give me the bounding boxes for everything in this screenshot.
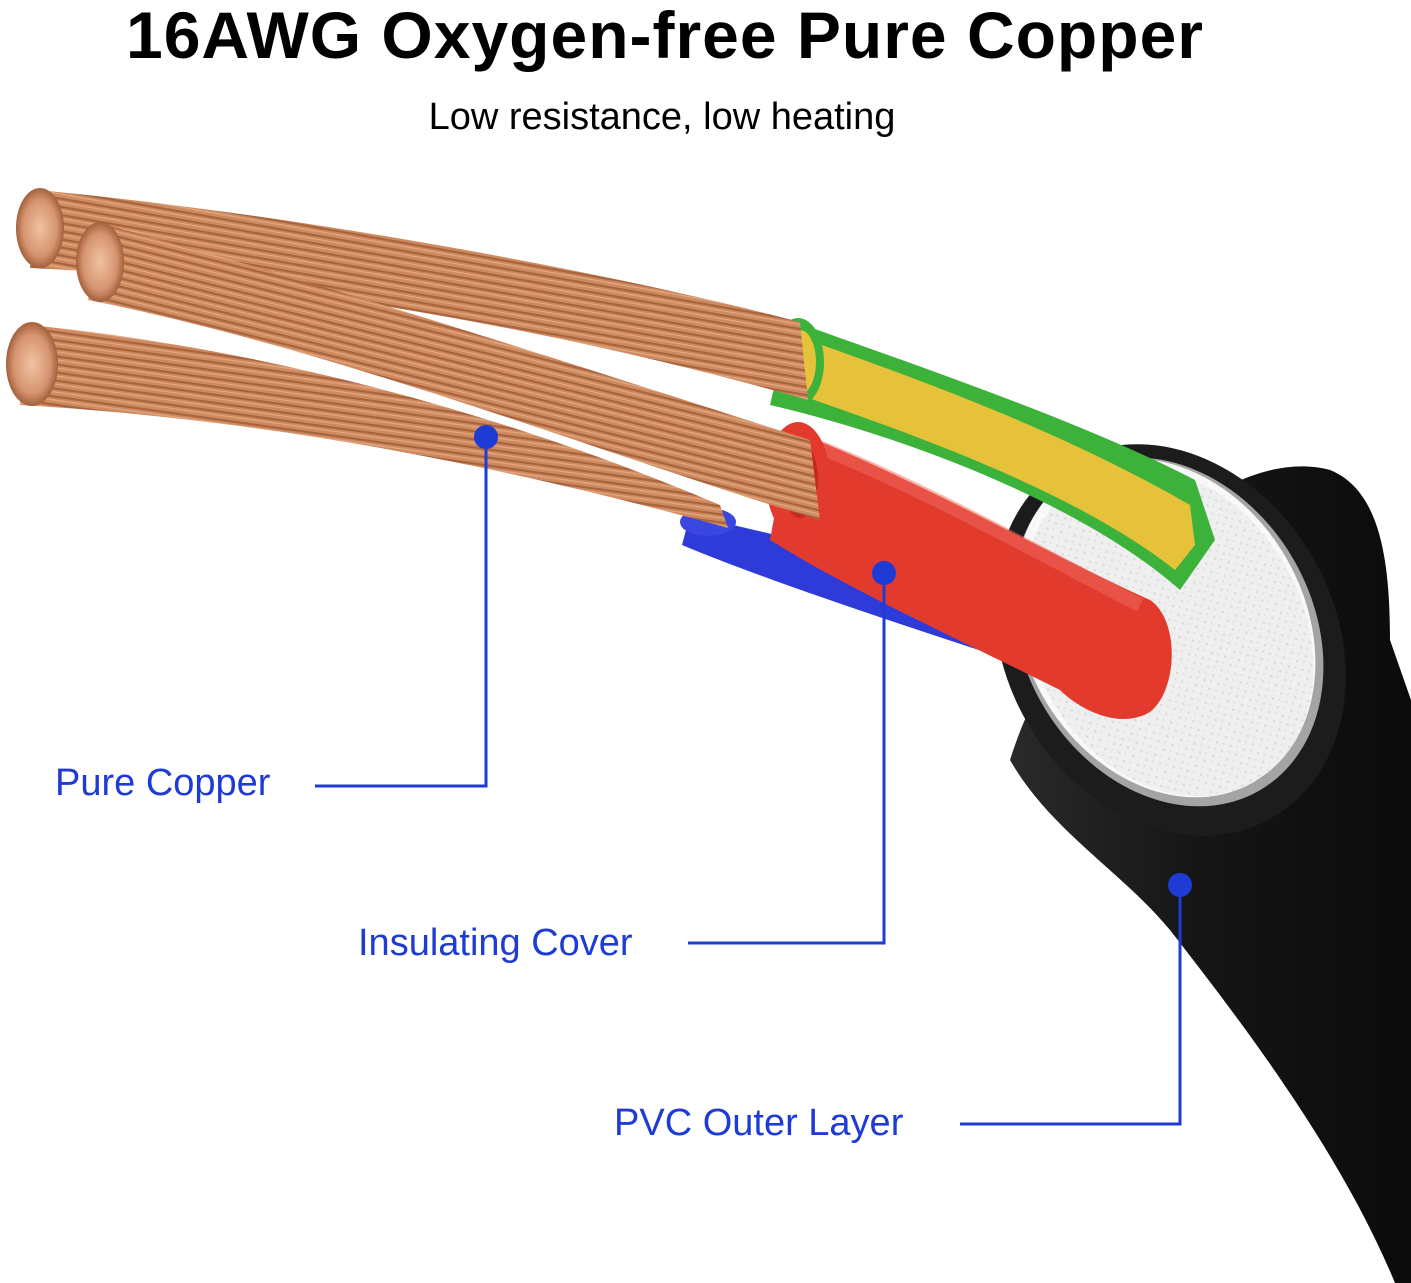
- leader-pvc-outer-layer: [960, 885, 1182, 1126]
- copper-strands: [6, 188, 820, 528]
- label-pvc-outer-layer: PVC Outer Layer: [614, 1102, 904, 1144]
- label-insulating-cover: Insulating Cover: [358, 922, 633, 964]
- page-subtitle: Low resistance, low heating: [428, 96, 896, 138]
- callout-dots: [474, 425, 1192, 897]
- dot-insulating-cover: [872, 561, 896, 585]
- leader-pure-copper: [315, 437, 488, 788]
- dot-pvc-outer-layer: [1168, 873, 1192, 897]
- label-pure-copper: Pure Copper: [55, 762, 271, 804]
- leader-insulating-cover: [688, 573, 886, 945]
- callout-lines: [315, 437, 1182, 1126]
- dot-pure-copper: [474, 425, 498, 449]
- page-title: 16AWG Oxygen-free Pure Copper: [126, 0, 1204, 72]
